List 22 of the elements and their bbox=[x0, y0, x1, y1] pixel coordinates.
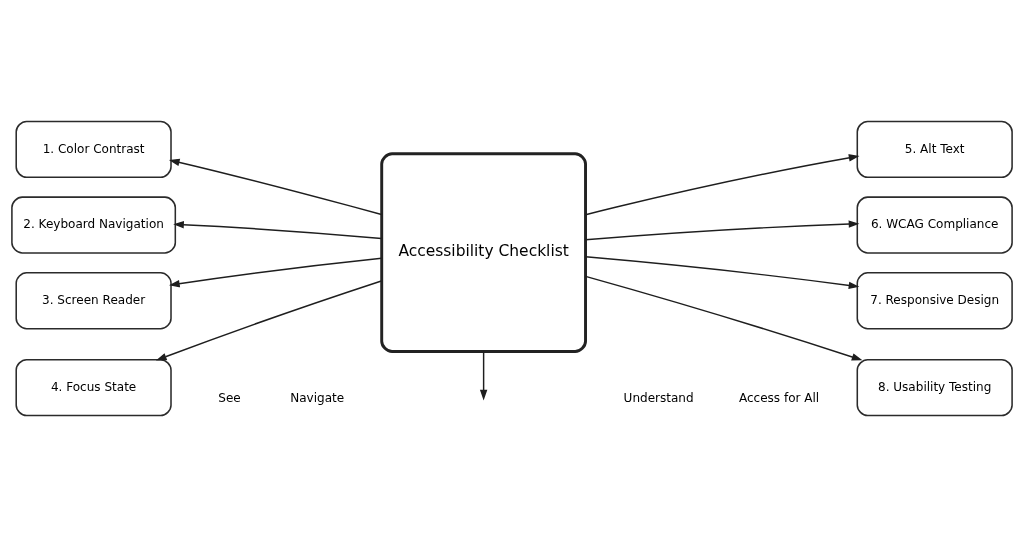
arrow bbox=[155, 279, 383, 360]
node-box: 8. Usability Testing bbox=[856, 358, 1013, 416]
arrow bbox=[479, 350, 488, 400]
node-box: 5. Alt Text bbox=[856, 120, 1013, 178]
arrow bbox=[584, 219, 860, 241]
arrow bbox=[584, 153, 860, 215]
node-box: Accessibility Checklist bbox=[380, 151, 587, 353]
arrow bbox=[173, 220, 383, 239]
arrow bbox=[584, 255, 860, 289]
label: Navigate bbox=[290, 390, 345, 405]
arrow bbox=[584, 275, 863, 361]
node-box: 2. Keyboard Navigation bbox=[11, 195, 177, 254]
node-box: 7. Responsive Design bbox=[856, 271, 1013, 329]
arrow bbox=[168, 158, 383, 215]
label: See bbox=[218, 390, 241, 405]
node-box: 4. Focus State bbox=[15, 358, 172, 416]
node-box: 1. Color Contrast bbox=[15, 120, 172, 178]
node-box: 6. WCAG Compliance bbox=[856, 195, 1013, 254]
node-box: 3. Screen Reader bbox=[15, 271, 172, 329]
label: Understand bbox=[623, 390, 694, 405]
label: Access for All bbox=[738, 390, 820, 405]
arrow bbox=[169, 257, 383, 287]
